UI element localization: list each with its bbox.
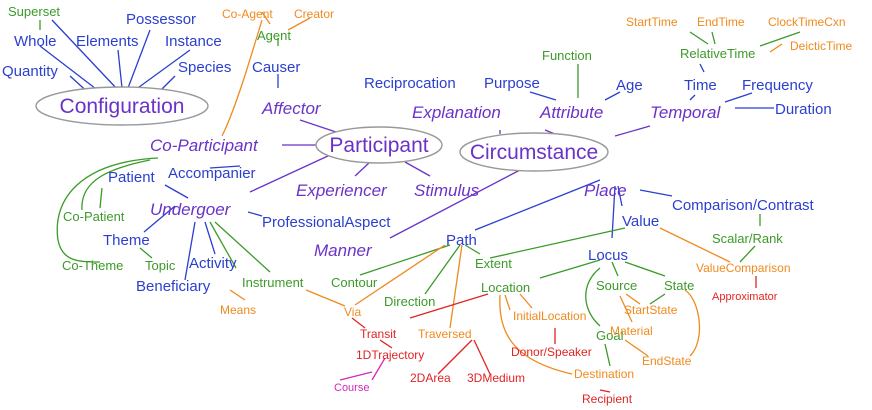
label-species: Species [178,59,231,76]
label-co-theme: Co-Theme [62,258,123,273]
label-manner: Manner [314,241,373,260]
label-affector: Affector [261,99,322,118]
hub-participant: Participant [315,126,443,164]
label-via: Via [344,305,361,319]
label-3d-medium: 3DMedium [467,371,525,385]
label-direction: Direction [384,294,435,309]
label-experiencer: Experiencer [296,181,388,200]
label-course: Course [334,382,369,394]
label-activity: Activity [189,255,237,272]
label-beneficiary: Beneficiary [136,278,211,295]
label-co-agent: Co-Agent [222,7,273,21]
label-duration: Duration [775,101,832,118]
label-function: Function [542,48,592,63]
label-relative-time: RelativeTime [680,46,755,61]
label-clock-time-cxn: ClockTimeCxn [768,15,846,29]
label-value: Value [622,213,659,230]
label-path: Path [446,232,477,249]
label-frequency: Frequency [742,77,813,94]
label-creator: Creator [294,7,334,21]
label-age: Age [616,77,643,94]
hub-configuration-label: Configuration [60,95,185,118]
label-value-comparison: ValueComparison [696,261,791,275]
label-purpose: Purpose [484,75,540,92]
label-approximator: Approximator [712,291,778,303]
label-theme: Theme [103,232,150,249]
label-scalar-rank: Scalar/Rank [712,231,783,246]
label-comparison-contrast: Comparison/Contrast [672,197,815,214]
label-start-state: StartState [624,303,678,317]
label-transit: Transit [360,327,397,341]
label-end-state: EndState [642,354,692,368]
label-contour: Contour [331,275,378,290]
label-destination: Destination [574,367,634,381]
label-time: Time [684,77,717,94]
label-topic: Topic [145,258,176,273]
label-professional-aspect: ProfessionalAspect [262,214,391,231]
label-extent: Extent [475,256,512,271]
label-patient: Patient [108,169,156,186]
label-agent: Agent [257,28,291,43]
label-location: Location [481,280,530,295]
label-attribute: Attribute [539,103,603,122]
label-possessor: Possessor [126,11,196,28]
label-donor-speaker: Donor/Speaker [511,345,592,359]
label-quantity: Quantity [2,63,58,80]
label-1d-trajectory: 1DTrajectory [356,348,424,362]
label-goal: Goal [596,328,624,343]
label-deictic-time: DeicticTime [790,39,853,53]
label-initial-location: InitialLocation [513,309,586,323]
label-recipient: Recipient [582,392,633,406]
label-instrument: Instrument [242,275,304,290]
label-state: State [664,278,694,293]
label-end-time: EndTime [697,15,745,29]
label-elements: Elements [76,33,139,50]
label-place: Place [584,181,627,200]
label-source: Source [596,278,637,293]
label-locus: Locus [588,247,628,264]
label-accompanier: Accompanier [168,165,256,182]
label-undergoer: Undergoer [150,200,232,219]
label-causer: Causer [252,59,300,76]
label-superset: Superset [8,4,60,19]
hub-circumstance-label: Circumstance [470,141,598,164]
diagram-edges [39,11,801,393]
label-co-patient: Co-Patient [63,209,125,224]
label-reciprocation: Reciprocation [364,75,456,92]
hub-circumstance: Circumstance [459,132,609,172]
diagram-labels: Superset Possessor Whole Elements Instan… [2,4,853,406]
label-traversed: Traversed [418,327,472,341]
label-temporal: Temporal [650,103,721,122]
hub-participant-label: Participant [329,134,428,157]
label-stimulus: Stimulus [414,181,480,200]
hub-configuration: Configuration [35,86,209,126]
label-2d-area: 2DArea [410,371,451,385]
label-instance: Instance [165,33,222,50]
label-explanation: Explanation [412,103,501,122]
label-material: Material [610,324,653,338]
label-whole: Whole [14,33,57,50]
label-start-time: StartTime [626,15,678,29]
label-co-participant: Co-Participant [150,136,259,155]
label-means: Means [220,303,256,317]
